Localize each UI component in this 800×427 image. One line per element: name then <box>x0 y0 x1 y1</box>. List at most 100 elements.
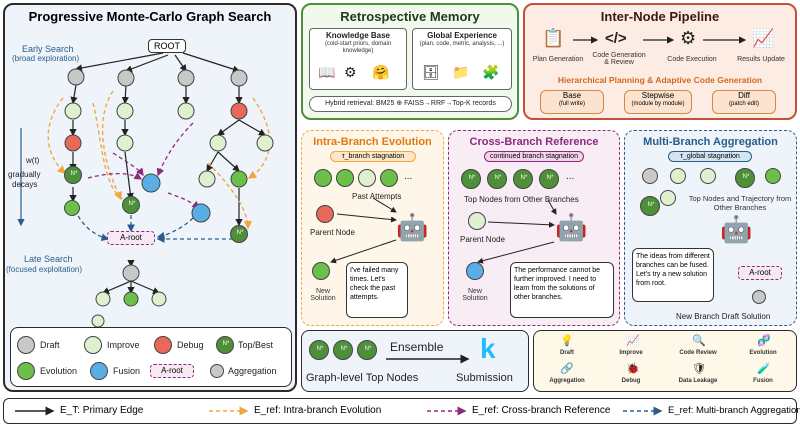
root-box: ROOT <box>148 39 186 53</box>
early-search-sub: (broad exploration) <box>12 54 80 63</box>
legend-aggregation: Aggregation <box>228 366 277 376</box>
cross-newsol: New Solution <box>462 288 488 302</box>
memory-title: Retrospective Memory <box>340 9 480 24</box>
multi-draft: New Branch Draft Solution <box>676 312 771 321</box>
intra-past-3 <box>358 169 376 187</box>
edge-legend-lines <box>15 406 663 416</box>
legend-topbest: Top/Best <box>238 340 274 350</box>
book-icon: 📖 <box>318 64 336 80</box>
results-chart-icon: 📈 <box>752 28 775 48</box>
wt-label: w(t) <box>26 156 40 165</box>
op-dataleakage: Data Leakage <box>678 378 718 384</box>
intra-parent-node <box>316 205 334 223</box>
op-draft-icon: 💡 <box>560 335 574 347</box>
gear-icon: ⚙ <box>680 28 697 48</box>
topbest-node-1: N* <box>64 166 82 184</box>
legend-fusion: Fusion <box>113 366 141 376</box>
legend-improve: Improve <box>107 340 140 350</box>
intra-past-4 <box>380 169 398 187</box>
intra-arrows <box>330 197 397 264</box>
cross-top-4: N* <box>539 169 559 189</box>
kb-sub: (cold-start priors, domain knowledge) <box>324 41 392 54</box>
database-icon: 🗄 <box>422 64 440 80</box>
late-search-label: Late Search <box>24 254 73 264</box>
intra-new-node <box>312 262 330 280</box>
multi-aggregation-node <box>752 290 766 304</box>
op-aggregation: Aggregation <box>549 378 585 384</box>
step-plan: Plan Generation <box>532 56 584 63</box>
cross-parent: Parent Node <box>460 235 505 244</box>
legend-debug: Debug <box>177 340 204 350</box>
edge-cross: E_ref: Cross-branch Reference <box>472 405 611 416</box>
legend-draft-swatch <box>17 336 35 354</box>
multi-node-7: N* <box>640 196 660 216</box>
intra-parent: Parent Node <box>310 228 355 237</box>
multi-node-5 <box>765 168 781 184</box>
plan-icon: 📋 <box>542 28 565 48</box>
cross-speech: The performance cannot be further improv… <box>510 262 614 318</box>
op-draft: Draft <box>559 350 574 356</box>
topbest-node-2: N* <box>122 196 140 214</box>
multi-title: Multi-Branch Aggregation <box>643 136 778 148</box>
step-code: Code Generation & Review <box>592 52 646 66</box>
legend-debug-swatch <box>154 336 172 354</box>
ensemble-graph: Graph-level Top Nodes <box>306 372 419 384</box>
multi-node-2 <box>670 168 686 184</box>
ensemble-submission: Submission <box>456 372 513 384</box>
multi-node-3 <box>700 168 716 184</box>
github-icon: ⚙ <box>344 64 357 80</box>
ge-box <box>412 28 512 90</box>
kb-title: Knowledge Base <box>325 31 390 40</box>
op-evolution-icon: 🧬 <box>757 335 771 347</box>
legend-aroot-swatch: A-root <box>150 364 194 378</box>
op-evolution: Evolution <box>749 350 777 356</box>
legend-evolution-swatch <box>17 362 35 380</box>
edge-intra: E_ref: Intra-branch Evolution <box>254 405 382 416</box>
op-debug-icon: 🐞 <box>626 363 640 375</box>
node-legend <box>10 327 292 387</box>
gradually-label: gradually <box>8 170 41 179</box>
cross-stag: continued branch stagnation <box>484 151 584 162</box>
ge-sub: (plan, code, metric, analysis, ...) <box>419 41 505 47</box>
aroot-box: A-root <box>107 231 155 245</box>
cross-title: Cross-Branch Reference <box>469 136 599 148</box>
multi-stag: τ_global stagnation <box>668 151 752 162</box>
legend-evolution: Evolution <box>40 366 78 376</box>
edge-multi: E_ref: Multi-branch Aggregation <box>668 405 800 416</box>
operators-panel <box>533 330 797 392</box>
mcgs-title: Progressive Monte-Carlo Graph Search <box>28 9 272 24</box>
ge-title: Global Experience <box>427 31 497 40</box>
legend-draft: Draft <box>40 340 60 350</box>
ensemble-arrow <box>386 354 470 364</box>
op-improve: Improve <box>619 350 643 356</box>
multi-node-4: N* <box>735 168 755 188</box>
op-codereview: Code Review <box>679 350 717 356</box>
edge-primary: E_T: Primary Edge <box>60 405 144 416</box>
multi-aroot: A-root <box>738 266 782 280</box>
ensemble-node-3: N* <box>357 340 377 360</box>
evolution-node <box>64 200 80 216</box>
multi-top: Top Nodes and Trajectory from Other Bran… <box>688 194 792 212</box>
late-search-sub: (focused exploitation) <box>6 265 83 274</box>
intra-robot-icon: 🤖 <box>396 212 429 242</box>
mode-stepwise: Stepwise(module by module) <box>624 90 692 114</box>
legend-improve-swatch <box>84 336 102 354</box>
kaggle-icon: k <box>480 333 496 364</box>
code-icon: </> <box>605 30 627 47</box>
multi-robot-icon: 🤖 <box>720 214 753 244</box>
early-search-label: Early Search <box>22 44 74 54</box>
ensemble-label: Ensemble <box>390 340 444 354</box>
cross-top-2: N* <box>487 169 507 189</box>
cross-arrows <box>477 199 557 264</box>
op-dataleakage-icon: 🛡 <box>692 363 706 375</box>
legend-fusion-swatch <box>90 362 108 380</box>
multi-node-1 <box>642 168 658 184</box>
intra-newsol: New Solution <box>310 288 336 302</box>
intra-speech: I've failed many times. Let's check the … <box>346 262 408 318</box>
op-debug: Debug <box>621 378 641 384</box>
multi-node-6 <box>660 190 676 206</box>
intra-dots: ... <box>404 171 413 182</box>
hybrid-box <box>309 96 512 112</box>
intra-stag: τ_branch stagnation <box>330 151 416 162</box>
op-codereview-icon: 🔍 <box>692 335 706 347</box>
